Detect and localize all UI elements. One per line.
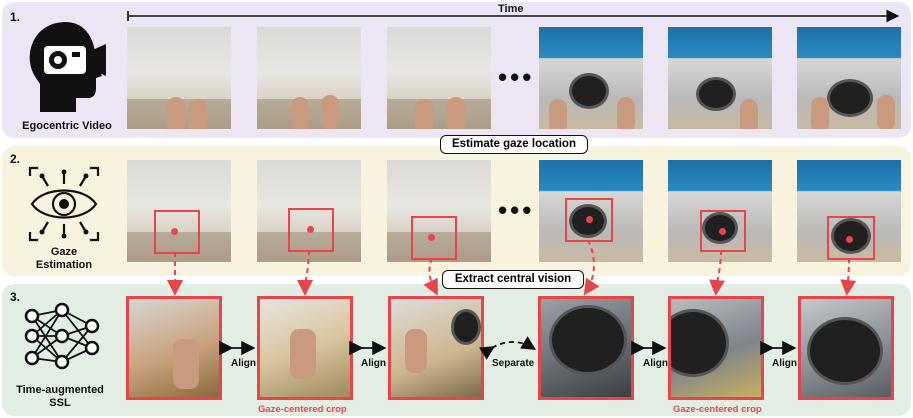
step-number-3: 3. [10, 290, 21, 304]
neural-network-icon [24, 302, 100, 370]
video-frame-1 [127, 27, 231, 129]
gaze-frame-4 [539, 160, 643, 262]
video-frame-6 [797, 27, 901, 129]
egocentric-video-label: Egocentric Video [22, 120, 112, 132]
ellipsis-row-1: ••• [498, 62, 535, 92]
ssl-label: Time-augmented SSL [6, 384, 114, 410]
gaze-crop-2 [257, 296, 353, 400]
align-label-4: Align [772, 358, 797, 369]
gaze-crop-1 [126, 296, 222, 400]
step-number-1: 1. [10, 10, 21, 24]
head-camera-icon [29, 22, 106, 112]
gaze-frame-6 [797, 160, 901, 262]
gaze-frame-5 [668, 160, 772, 262]
separate-label: Separate [492, 358, 535, 369]
gaze-crop-caption-left: Gaze-centered crop [258, 404, 347, 415]
ssl-label-line2: SSL [49, 397, 71, 409]
gaze-crop-caption-right: Gaze-centered crop [673, 404, 762, 415]
gaze-frame-1 [127, 160, 231, 262]
video-frame-2 [257, 27, 361, 129]
gaze-estimation-label: Gaze Estimation [28, 246, 100, 272]
gaze-frame-2 [257, 160, 361, 262]
step-number-2: 2. [10, 152, 21, 166]
gaze-crop-3 [388, 296, 484, 400]
video-frame-4 [539, 27, 643, 129]
gaze-frame-3 [387, 160, 491, 262]
eye-circuit-icon [28, 166, 100, 242]
align-label-3: Align [643, 358, 668, 369]
video-frame-3 [387, 27, 491, 129]
gaze-estimation-label-line2: Estimation [35, 259, 93, 271]
gaze-estimation-label-line1: Gaze [50, 246, 78, 258]
gaze-crop-4 [538, 296, 634, 400]
align-label-1: Align [231, 358, 256, 369]
ssl-label-line1: Time-augmented [16, 384, 104, 396]
gaze-crop-6 [798, 296, 894, 400]
gaze-crop-5 [668, 296, 764, 400]
estimate-gaze-location-pill: Estimate gaze location [440, 135, 588, 154]
video-frame-5 [668, 27, 772, 129]
ellipsis-row-2: ••• [498, 195, 535, 225]
time-axis-label: Time [498, 3, 524, 15]
extract-central-vision-pill: Extract central vision [442, 270, 584, 289]
align-label-2: Align [361, 358, 386, 369]
